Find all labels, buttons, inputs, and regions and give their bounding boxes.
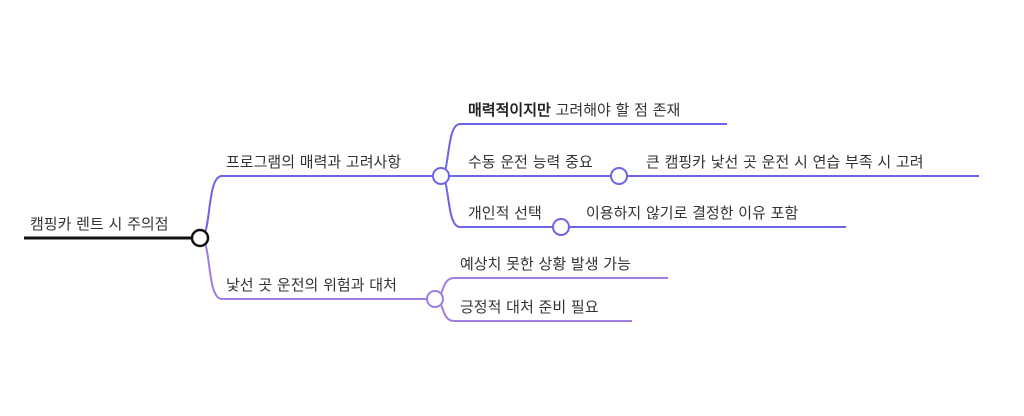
b1-c3-child-label[interactable]: 이용하지 않기로 결정한 이유 포함 bbox=[586, 203, 844, 223]
b1-c1-label-text: 고려해야 할 점 존재 bbox=[555, 101, 681, 119]
root-label[interactable]: 캠핑카 렌트 시 주의점 bbox=[30, 214, 196, 234]
branch1-label[interactable]: 프로그램의 매력과 고려사항 bbox=[226, 152, 437, 172]
b1-c1-bold-text: 매력적이지만 bbox=[468, 101, 551, 119]
b2-c1-label[interactable]: 예상치 못한 상황 발생 가능 bbox=[460, 254, 667, 274]
b1-c2-label[interactable]: 수동 운전 능력 중요 bbox=[468, 152, 613, 172]
link-b2-c1 bbox=[434, 277, 668, 300]
b1-c2-child-label[interactable]: 큰 캠핑카 낯선 곳 운전 시 연습 부족 시 고려 bbox=[646, 152, 976, 172]
b1-c3-node-circle[interactable] bbox=[552, 218, 570, 236]
b2-c2-label[interactable]: 긍정적 대처 준비 필요 bbox=[460, 297, 631, 317]
b1-c2-node-circle[interactable] bbox=[610, 167, 628, 185]
link-root-branch1 bbox=[199, 175, 441, 239]
b2-c2-label-text: 긍정적 대처 준비 필요 bbox=[460, 298, 599, 316]
branch1-node-circle[interactable] bbox=[432, 167, 450, 185]
branch2-label[interactable]: 낯선 곳 운전의 위험과 대처 bbox=[226, 275, 431, 295]
branch1-label-text: 프로그램의 매력과 고려사항 bbox=[226, 153, 402, 171]
b1-c2-label-text: 수동 운전 능력 중요 bbox=[468, 153, 593, 171]
b1-c3-child-label-text: 이용하지 않기로 결정한 이유 포함 bbox=[586, 204, 799, 222]
root-label-text: 캠핑카 렌트 시 주의점 bbox=[30, 215, 169, 233]
branch2-label-text: 낯선 곳 운전의 위험과 대처 bbox=[226, 276, 397, 294]
b2-c1-label-text: 예상치 못한 상황 발생 가능 bbox=[460, 255, 631, 273]
b1-c1-label[interactable]: 매력적이지만 고려해야 할 점 존재 bbox=[468, 100, 727, 120]
b1-c3-label-text: 개인적 선택 bbox=[468, 204, 542, 222]
root-node-circle[interactable] bbox=[190, 228, 210, 248]
b1-c3-label[interactable]: 개인적 선택 bbox=[468, 203, 554, 223]
b1-c2-child-label-text: 큰 캠핑카 낯선 곳 운전 시 연습 부족 시 고려 bbox=[646, 153, 924, 171]
branch2-node-circle[interactable] bbox=[426, 290, 444, 308]
